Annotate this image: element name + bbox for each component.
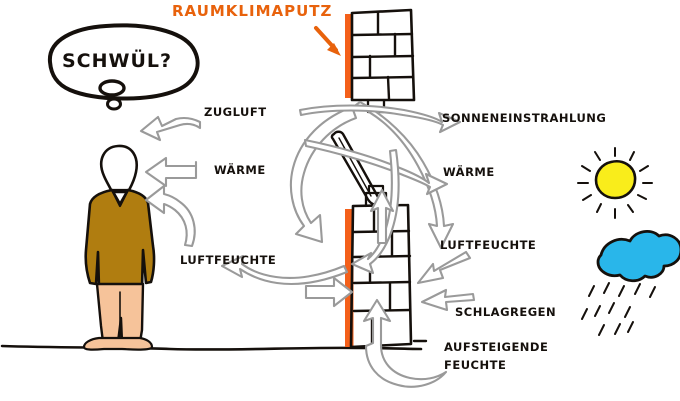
arrow-into-wall-left	[304, 276, 354, 308]
title-pointer-arrow-icon	[314, 26, 341, 56]
arrow-into-wall-upper	[416, 250, 472, 285]
arrow-luftfeuchte-left-feed	[220, 254, 349, 286]
thought-bubble	[47, 23, 200, 111]
arrow-flow-c	[298, 104, 462, 134]
label-schlagregen: SCHLAGREGEN	[455, 305, 557, 319]
label-sonneneinstrahlung: SONNENEINSTRAHLUNG	[442, 111, 607, 125]
arrow-zugluft	[139, 115, 202, 142]
rain-cloud-icon	[581, 230, 680, 336]
page-title: RAUMKLIMAPUTZ	[172, 2, 333, 20]
label-aufsteigende-feuchte-line1: AUFSTEIGENDE	[444, 340, 549, 354]
label-zugluft: ZUGLUFT	[204, 105, 267, 119]
arrow-schlagregen	[420, 288, 476, 312]
label-luftfeuchte-right: LUFTFEUCHTE	[440, 238, 537, 252]
arrow-luftfeuchte-left	[144, 184, 196, 248]
arrow-waerme-left	[144, 156, 198, 188]
arrow-flow-b	[354, 100, 455, 250]
person-figure	[82, 144, 156, 351]
arrow-aufsteigende-feuchte	[362, 298, 448, 388]
sun-icon	[577, 147, 653, 219]
label-waerme-right: WÄRME	[443, 165, 495, 179]
arrow-flow-d	[303, 138, 449, 196]
thought-bubble-text: SCHWÜL?	[62, 50, 173, 72]
label-aufsteigende-feuchte-line2: FEUCHTE	[444, 358, 507, 372]
wall-section-top	[345, 8, 416, 114]
trowel-icon	[330, 130, 380, 206]
arrow-rising-indoor	[369, 188, 395, 245]
label-waerme-left: WÄRME	[214, 163, 266, 177]
label-luftfeuchte-left: LUFTFEUCHTE	[180, 253, 277, 267]
